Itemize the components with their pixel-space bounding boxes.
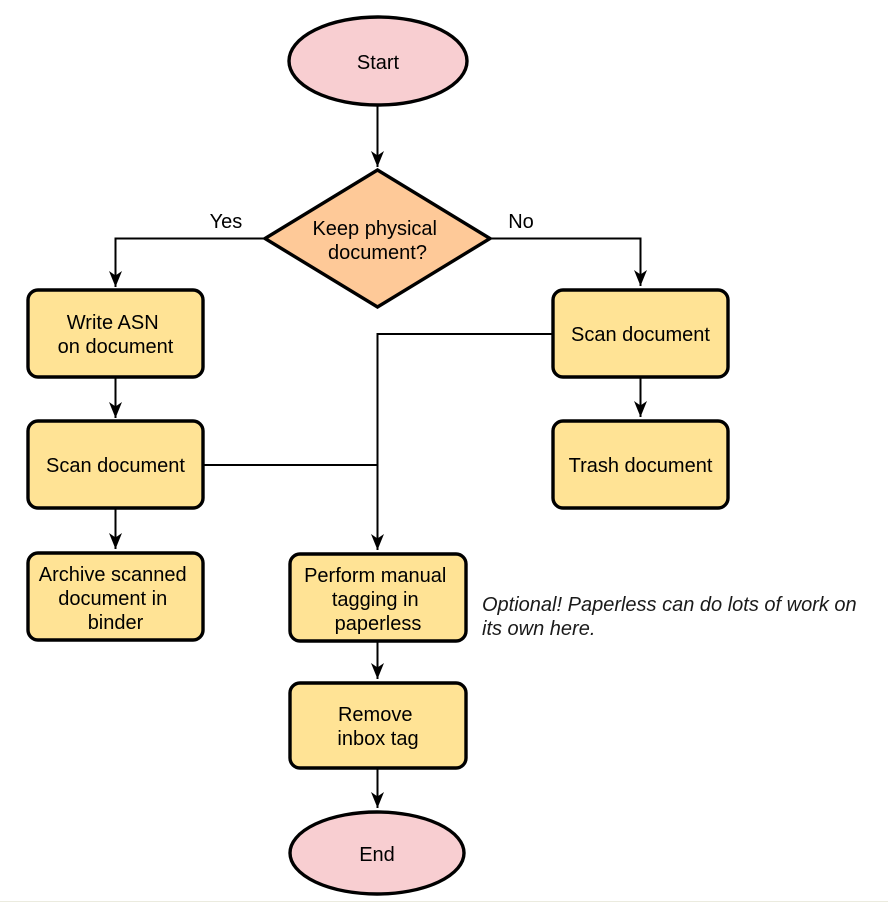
node-scan-document-right-label: Scan document <box>571 324 710 346</box>
note-line: its own here. <box>482 618 595 640</box>
label-line: Perform manual <box>304 565 446 587</box>
edge-decision-yes-to-write-asn <box>109 237 265 287</box>
edge-decision-no-to-scan-right <box>490 237 647 286</box>
label-line: binder <box>88 612 144 634</box>
node-end <box>288 810 466 896</box>
node-trash-document <box>551 419 730 510</box>
node-write-asn <box>26 288 205 379</box>
node-keep-physical-document-label: Keep physical document? <box>312 218 442 264</box>
node-perform-manual-tagging <box>288 552 468 643</box>
label-line: paperless <box>335 613 422 635</box>
page-bottom-divider <box>0 901 888 902</box>
node-perform-manual-tagging-label: Perform manual tagging in paperless <box>304 565 452 635</box>
node-start-label: Start <box>357 52 400 74</box>
label-line: document? <box>328 242 427 264</box>
node-trash-document-label: Trash document <box>569 455 713 477</box>
edge-label-yes: Yes <box>210 211 243 233</box>
node-remove-inbox-tag-label: Remove inbox tag <box>337 704 418 750</box>
node-write-asn-label: Write ASN on document <box>58 312 174 358</box>
note-optional-paperless: Optional! Paperless can do lots of work … <box>482 594 862 640</box>
label-line: document in <box>58 588 167 610</box>
node-start <box>287 15 469 107</box>
label-line: tagging in <box>332 589 419 611</box>
node-keep-physical-document <box>261 168 494 309</box>
label-line: inbox tag <box>337 728 418 750</box>
edge-scan-right-to-tagging <box>371 333 553 550</box>
edge-label-no: No <box>508 211 534 233</box>
node-scan-document-right <box>551 288 730 379</box>
label-line: Remove <box>338 704 412 726</box>
node-scan-document-left <box>26 419 205 510</box>
label-line: Write ASN <box>67 312 159 334</box>
node-scan-document-left-label: Scan document <box>46 455 185 477</box>
label-line: Archive scanned <box>39 564 187 586</box>
label-line: on document <box>58 336 174 358</box>
note-line: Optional! Paperless can do lots of work … <box>482 594 857 616</box>
node-remove-inbox-tag <box>288 681 468 770</box>
label-line: Keep physical <box>312 218 437 240</box>
node-end-label: End <box>359 844 395 866</box>
node-archive-scanned-label: Archive scanned document in binder <box>39 564 192 634</box>
node-archive-scanned <box>26 551 205 642</box>
